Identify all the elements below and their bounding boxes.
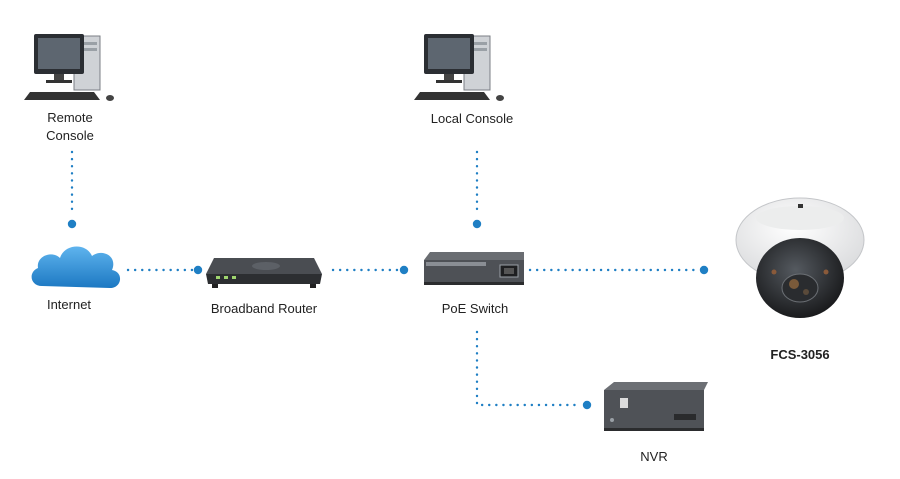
internet-label: Internet: [46, 297, 92, 312]
camera-label: FCS-3056: [770, 347, 830, 362]
switch-icon: [424, 252, 524, 285]
dome-camera-icon: [735, 197, 865, 318]
computer-icon: [24, 34, 114, 101]
poe-switch-label: PoE Switch: [441, 301, 509, 316]
router-icon: [206, 258, 322, 288]
link-dot: [399, 265, 409, 275]
link-dot: [582, 400, 592, 410]
nvr-icon: [604, 382, 708, 431]
remote-console-label-line2: Console: [46, 128, 94, 143]
computer-icon: [414, 34, 504, 101]
remote-console-label: Remote Console: [30, 109, 110, 145]
link-dot: [67, 219, 77, 229]
link-dot: [699, 265, 709, 275]
link-switch-nvr: [475, 330, 582, 407]
remote-console-label-line1: Remote: [47, 110, 93, 125]
link-dot: [472, 219, 482, 229]
cloud-icon: [31, 246, 121, 288]
link-dot: [193, 265, 203, 275]
nvr-label: NVR: [640, 449, 668, 464]
router-label: Broadband Router: [210, 301, 318, 316]
local-console-label: Local Console: [430, 111, 514, 126]
